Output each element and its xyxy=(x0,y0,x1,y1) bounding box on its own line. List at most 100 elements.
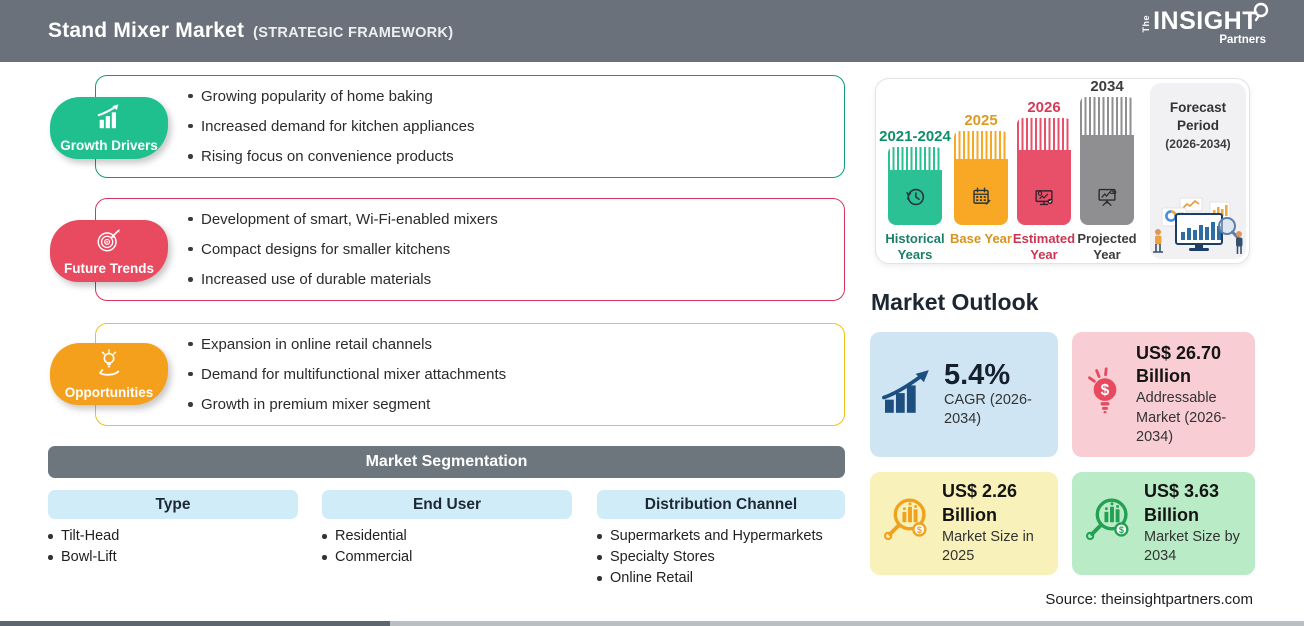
timeline-years-label: 2025 xyxy=(964,112,998,129)
bar-solid xyxy=(1080,135,1134,225)
timeline-bar-label: Base Year xyxy=(950,231,1012,246)
page-title: Stand Mixer Market xyxy=(48,19,245,42)
magnifier-ring-icon xyxy=(1253,2,1269,22)
pill-label: Future Trends xyxy=(63,261,154,276)
list-item: Commercial xyxy=(322,547,412,568)
addressable-market-value: US$ 26.70 Billion xyxy=(1136,342,1222,387)
segment-header-label: Type xyxy=(155,495,191,513)
timeline-bar-label: Historical Years xyxy=(885,231,945,263)
target-arrow-icon xyxy=(94,226,124,259)
page-subtitle: (STRATEGIC FRAMEWORK) xyxy=(253,25,454,41)
market-size-2025-label: Market Size in 2025 xyxy=(942,529,1034,565)
cagr-card: 5.4% CAGR (2026-2034) xyxy=(870,332,1058,457)
list-item: Compact designs for smaller kitchens xyxy=(188,241,844,258)
list-item: Demand for multifunctional mixer attachm… xyxy=(188,366,844,383)
dollar-bulb-icon: $ xyxy=(1083,367,1127,422)
opportunities-pill: Opportunities xyxy=(50,343,168,405)
forecast-period-title: Forecast Period xyxy=(1169,100,1227,133)
segment-header-label: End User xyxy=(412,495,482,513)
market-segmentation-title: Market Segmentation xyxy=(365,453,528,470)
projected-year-bar xyxy=(1080,97,1134,225)
forecast-period-range: (2026-2034) xyxy=(1165,137,1231,152)
list-item: Growing popularity of home baking xyxy=(188,88,844,105)
addressable-market-label: Addressable Market (2026-2034) xyxy=(1136,390,1227,446)
addressable-market-card: $ US$ 26.70 Billion Addressable Market (… xyxy=(1072,332,1255,457)
growth-drivers-list: Growing popularity of home baking Increa… xyxy=(96,76,844,177)
growth-chart-icon xyxy=(94,103,124,136)
list-item: Increased demand for kitchen appliances xyxy=(188,118,844,135)
list-item: Specialty Stores xyxy=(597,547,823,568)
market-size-2025-card: $ US$ 2.26 Billion Market Size in 2025 xyxy=(870,472,1058,575)
future-trends-box: Development of smart, Wi-Fi-enabled mixe… xyxy=(95,198,845,301)
opportunities-box: Expansion in online retail channels Dema… xyxy=(95,323,845,426)
header-bar: Stand Mixer Market (STRATEGIC FRAMEWORK)… xyxy=(0,0,1304,62)
pill-label: Growth Drivers xyxy=(60,138,158,153)
bar-solid xyxy=(888,170,942,225)
history-clock-icon xyxy=(901,183,929,216)
bar-stripes xyxy=(1080,97,1134,136)
svg-text:$: $ xyxy=(1119,525,1124,535)
segment-list-end-user: Residential Commercial xyxy=(322,526,412,568)
growth-drivers-pill: Growth Drivers xyxy=(50,97,168,159)
opportunities-list: Expansion in online retail channels Dema… xyxy=(96,324,844,425)
list-item: Rising focus on convenience products xyxy=(188,148,844,165)
logo-insight-text: INSIGHT xyxy=(1153,7,1258,35)
list-item: Bowl-Lift xyxy=(48,547,119,568)
segment-list-distribution-channel: Supermarkets and Hypermarkets Specialty … xyxy=(597,526,823,589)
market-outlook-title: Market Outlook xyxy=(871,289,1039,315)
list-item: Supermarkets and Hypermarkets xyxy=(597,526,823,547)
future-trends-pill: Future Trends xyxy=(50,220,168,282)
segment-header-end-user: End User xyxy=(322,490,572,519)
segment-header-distribution-channel: Distribution Channel xyxy=(597,490,845,519)
analytics-illustration xyxy=(1153,197,1243,254)
bottom-accent-bar-dark xyxy=(0,621,390,626)
calendar-icon xyxy=(967,183,995,216)
segment-list-type: Tilt-Head Bowl-Lift xyxy=(48,526,119,568)
list-item: Increased use of durable materials xyxy=(188,271,844,288)
segment-header-type: Type xyxy=(48,490,298,519)
bottom-accent-bar-light xyxy=(390,621,1304,626)
cagr-label: CAGR (2026-2034) xyxy=(944,391,1032,428)
page-title-group: Stand Mixer Market (STRATEGIC FRAMEWORK) xyxy=(48,19,453,43)
list-item: Expansion in online retail channels xyxy=(188,336,844,353)
market-size-2034-value: US$ 3.63 Billion xyxy=(1144,481,1220,525)
list-item: Online Retail xyxy=(597,568,823,589)
estimated-year-bar xyxy=(1017,118,1071,225)
market-segmentation-bar: Market Segmentation xyxy=(48,446,845,478)
list-item: Development of smart, Wi-Fi-enabled mixe… xyxy=(188,211,844,228)
timeline-years-label: 2034 xyxy=(1090,78,1124,95)
presentation-chart-icon xyxy=(1093,183,1121,216)
market-size-2025-value: US$ 2.26 Billion xyxy=(942,481,1018,525)
source-attribution: Source: theinsightpartners.com xyxy=(1045,591,1253,608)
bar-stripes xyxy=(1017,118,1071,151)
hand-bulb-icon xyxy=(94,348,124,383)
timeline-bar-label: Projected Year xyxy=(1077,231,1137,263)
computer-analytics-icon xyxy=(1030,183,1058,216)
list-item: Tilt-Head xyxy=(48,526,119,547)
historical-years-bar xyxy=(888,147,942,225)
cagr-value: 5.4% xyxy=(944,358,1011,391)
bar-solid xyxy=(954,159,1008,225)
segment-header-label: Distribution Channel xyxy=(644,495,798,513)
bar-stripes xyxy=(954,131,1008,160)
magnifier-bars-icon: $ xyxy=(881,495,933,552)
svg-text:$: $ xyxy=(1101,382,1110,399)
market-size-2034-label: Market Size by 2034 xyxy=(1144,529,1240,565)
bar-solid xyxy=(1017,150,1071,225)
market-size-2034-card: $ US$ 3.63 Billion Market Size by 2034 xyxy=(1072,472,1255,575)
growth-drivers-box: Growing popularity of home baking Increa… xyxy=(95,75,845,178)
logo-row: The INSIGHT xyxy=(1141,2,1269,35)
logo-the-text: The xyxy=(1141,14,1152,33)
timeline-bar-label: Estimated Year xyxy=(1012,231,1076,263)
logo-partners-text: Partners xyxy=(1219,33,1266,46)
growth-bars-arrow-icon xyxy=(881,369,935,420)
svg-text:$: $ xyxy=(917,525,922,535)
bar-stripes xyxy=(888,147,942,171)
base-year-bar xyxy=(954,131,1008,225)
list-item: Residential xyxy=(322,526,412,547)
magnifier-bars-icon: $ xyxy=(1083,495,1135,552)
future-trends-list: Development of smart, Wi-Fi-enabled mixe… xyxy=(96,199,844,300)
timeline-years-label: 2021-2024 xyxy=(879,128,951,145)
pill-label: Opportunities xyxy=(64,385,154,400)
